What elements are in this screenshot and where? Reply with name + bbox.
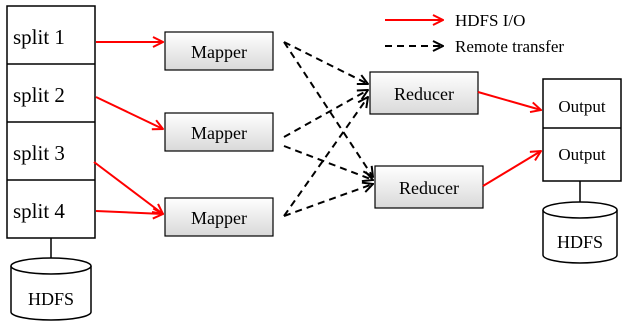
mapper-box-2: Mapper [164,112,274,152]
split-label-3: split 3 [13,141,65,165]
arrow-mapper1-to-reducer1 [283,41,368,84]
arrow-split3-to-mapper3 [93,161,163,214]
output-hdfs-label: HDFS [557,232,603,252]
reducer-label-2: Reducer [399,178,459,198]
output-hdfs-cylinder: HDFS [542,181,618,264]
mapper-label-3: Mapper [191,208,247,228]
legend-hdfs-io-label: HDFS I/O [455,11,525,30]
reducer-label-1: Reducer [394,84,454,104]
hdfs-io-arrows [93,42,541,214]
reducer-box-1: Reducer [369,71,479,115]
arrow-split4-to-mapper3 [95,211,163,214]
arrow-mapper1-to-reducer2 [283,41,373,177]
arrow-mapper3-to-reducer1 [283,97,368,217]
input-splits: split 1 split 2 split 3 split 4 [6,5,96,239]
legend: HDFS I/O Remote transfer [385,11,564,56]
arrow-split2-to-mapper2 [95,96,163,129]
output-column: Output Output [542,78,622,182]
arrow-reducer1-to-output1 [477,91,541,110]
split-label-4: split 4 [13,199,65,223]
reducer-box-2: Reducer [374,165,484,209]
remote-transfer-arrows [283,41,373,217]
arrow-mapper3-to-reducer2 [283,184,373,217]
split-label-1: split 1 [13,25,65,49]
arrow-mapper2-to-reducer1 [283,90,368,138]
mapper-box-1: Mapper [164,31,274,71]
mapper-label-1: Mapper [191,42,247,62]
output-label-2: Output [558,145,606,164]
output-label-1: Output [558,97,606,116]
arrow-reducer2-to-output2 [482,151,541,187]
mapper-label-2: Mapper [191,123,247,143]
mapper-box-3: Mapper [164,197,274,237]
arrow-mapper2-to-reducer2 [283,145,373,180]
legend-remote-transfer-label: Remote transfer [455,37,564,56]
input-hdfs-cylinder: HDFS [10,238,92,321]
split-label-2: split 2 [13,83,65,107]
input-hdfs-label: HDFS [28,289,74,309]
